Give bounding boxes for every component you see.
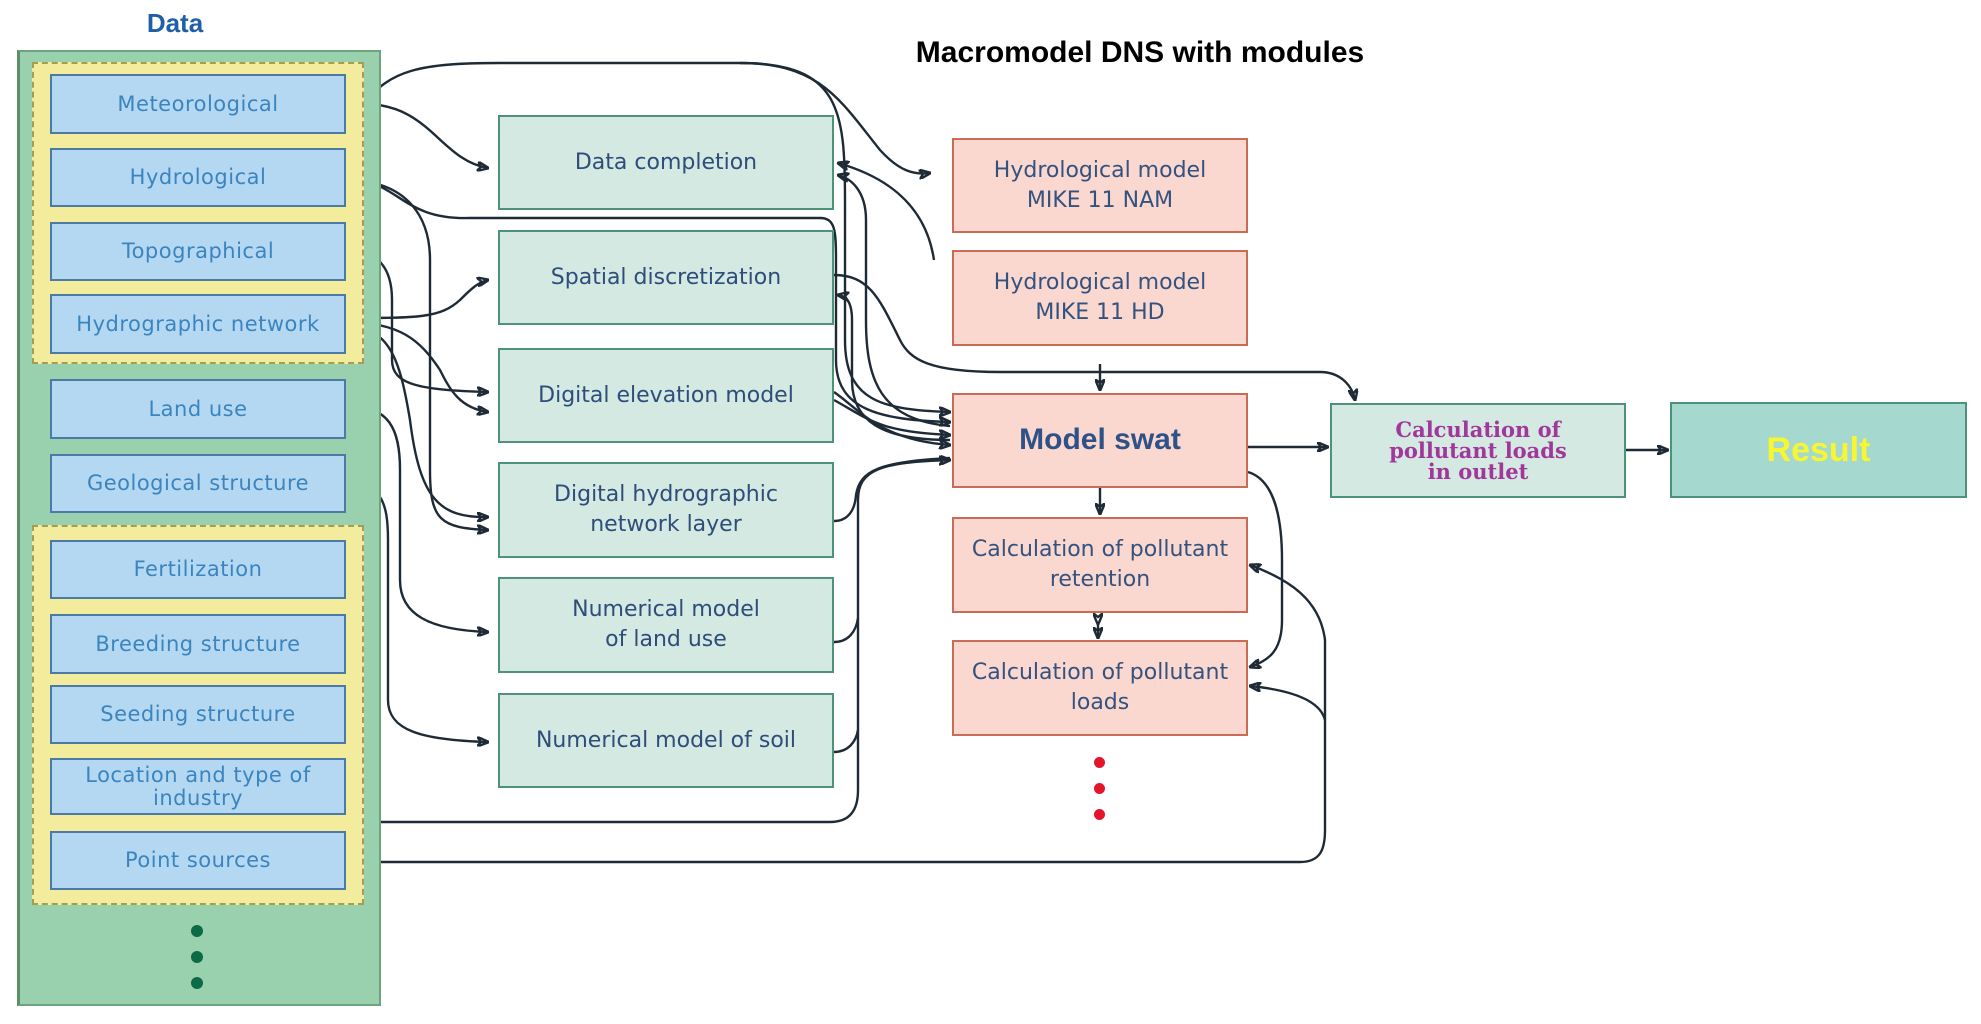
core-ellipsis-icon <box>1087 757 1111 835</box>
data-item-hydrographic-network[interactable]: Hydrographic network <box>50 294 346 354</box>
data-item-fertilization[interactable]: Fertilization <box>50 540 346 599</box>
connector-dem-to-swat-2 <box>833 398 950 435</box>
data-item-point-sources[interactable]: Point sources <box>50 831 346 890</box>
data-item-breeding-structure[interactable]: Breeding structure <box>50 614 346 674</box>
connector-soil-to-swat <box>833 729 860 754</box>
data-item-geological-structure[interactable]: Geological structure <box>50 454 346 513</box>
outlet-label: Calculation of pollutant loads in outlet <box>1389 417 1567 484</box>
data-item-meteorological[interactable]: Meteorological <box>50 74 346 134</box>
module-pollutant-loads[interactable]: Calculation of pollutant loads <box>952 640 1248 736</box>
loads-label: Calculation of pollutant loads <box>971 660 1229 715</box>
retention-label: Calculation of pollutant retention <box>971 537 1229 592</box>
module-mike11-hd[interactable]: Hydrological model MIKE 11 HD <box>952 250 1248 346</box>
module-numerical-soil[interactable]: Numerical model of soil <box>498 693 834 788</box>
connector-pointsrc-to-retention <box>1250 565 1327 720</box>
module-dhn-label: Digital hydrographic network layer <box>554 482 778 537</box>
module-outlet-loads[interactable]: Calculation of pollutant loads in outlet <box>1330 403 1626 498</box>
module-nlu-label: Numerical model of land use <box>572 597 760 652</box>
hd-label: Hydrological model MIKE 11 HD <box>993 270 1207 325</box>
data-ellipsis-icon <box>185 925 209 1003</box>
connector-swat-to-loads <box>1248 470 1284 667</box>
connector-hd-to-data-completion <box>838 163 936 261</box>
data-panel-title: Data <box>146 8 204 38</box>
module-data-completion[interactable]: Data completion <box>498 115 834 210</box>
data-item-industry[interactable]: Location and type of industry <box>50 758 346 815</box>
nam-label: Hydrological model MIKE 11 NAM <box>993 157 1207 213</box>
macromodel-title: Macromodel DNS with modules <box>915 36 1365 69</box>
module-pollutant-retention[interactable]: Calculation of pollutant retention <box>952 517 1248 613</box>
connector-dem-to-swat <box>833 391 950 445</box>
connector-swat-to-spatial <box>838 295 951 442</box>
data-item-hydrological[interactable]: Hydrological <box>50 148 346 207</box>
module-spatial-discretization[interactable]: Spatial discretization <box>498 230 834 325</box>
connector-nlu-to-swat <box>833 617 860 644</box>
module-model-swat[interactable]: Model swat <box>952 393 1248 488</box>
data-item-seeding-structure[interactable]: Seeding structure <box>50 685 346 744</box>
result-label: Result <box>1766 430 1871 469</box>
module-digital-hydrographic-network[interactable]: Digital hydrographic network layer <box>498 462 834 558</box>
data-item-topographical[interactable]: Topographical <box>50 222 346 281</box>
connector-dhn-to-swat <box>833 456 951 523</box>
result-box[interactable]: Result <box>1670 402 1967 498</box>
data-item-land-use[interactable]: Land use <box>50 379 346 439</box>
module-mike11-nam[interactable]: Hydrological model MIKE 11 NAM <box>952 138 1248 233</box>
module-digital-elevation-model[interactable]: Digital elevation model <box>498 348 834 443</box>
module-numerical-land-use[interactable]: Numerical model of land use <box>498 577 834 673</box>
connector-meteo-to-data-completion <box>363 102 488 168</box>
swat-label: Model swat <box>1019 423 1181 457</box>
connector-swat-to-data-completion <box>838 175 951 428</box>
